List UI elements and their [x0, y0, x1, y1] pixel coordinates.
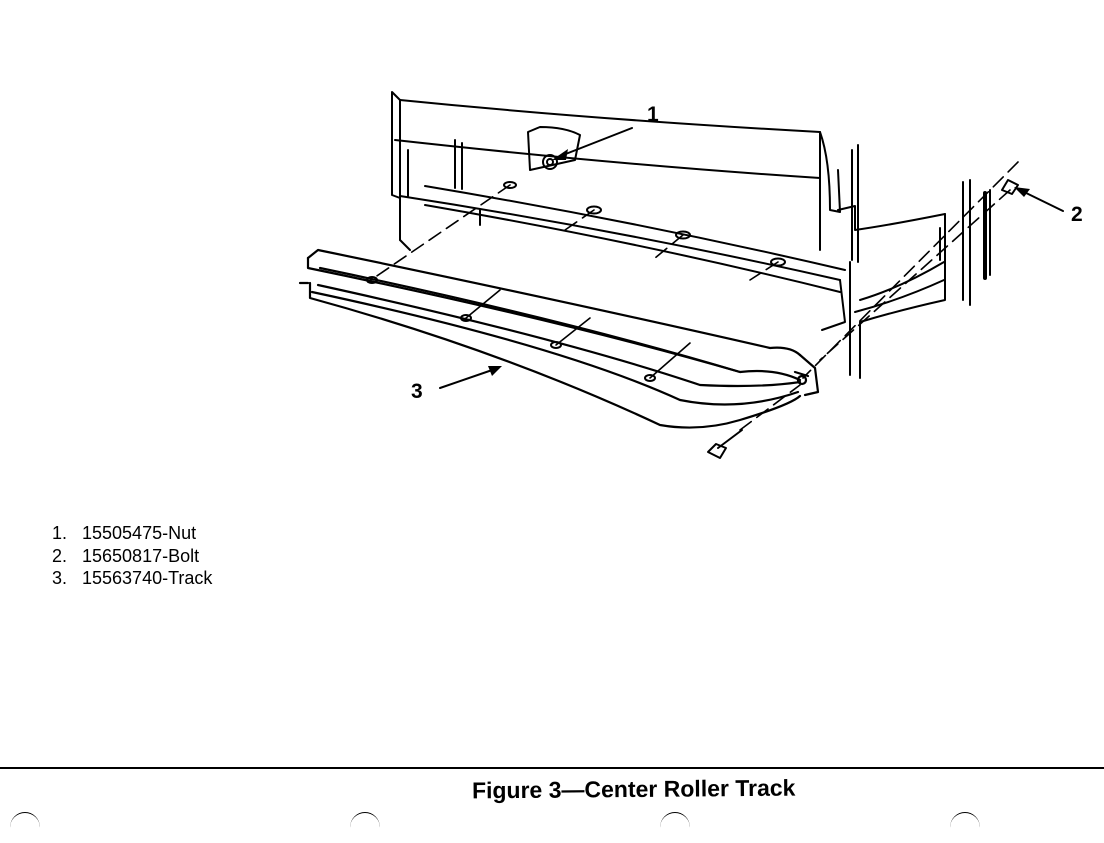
bolt-lower — [707, 429, 743, 459]
position-marks — [465, 289, 691, 379]
rail-slots — [503, 181, 786, 267]
nut-bracket — [527, 126, 581, 171]
leader-arrowheads — [488, 149, 1030, 376]
legend-number: 2. — [52, 545, 68, 566]
track-slots — [366, 276, 656, 382]
figure-caption: Figure 3—Center Roller Track — [471, 774, 796, 804]
legend-item: 1. 15505475-Nut — [52, 522, 212, 545]
center-roller-track — [298, 248, 820, 429]
bolt-upper — [1001, 179, 1019, 195]
callout-1: 1 — [647, 103, 659, 126]
vehicle-body-panel — [391, 91, 946, 379]
page-edge-mark — [10, 812, 40, 843]
caption-divider — [0, 767, 1104, 769]
mounting-rail — [399, 185, 846, 331]
callout-3: 3 — [411, 380, 423, 403]
parts-legend: 1. 15505475-Nut 2. 15650817-Bolt 3. 1556374… — [52, 522, 212, 590]
callout-2: 2 — [1071, 203, 1083, 226]
legend-item: 3. 15563740-Track — [52, 567, 212, 590]
page-edge-mark — [660, 812, 690, 843]
legend-item: 2. 15650817-Bolt — [52, 545, 212, 568]
leader-lines — [439, 127, 1064, 389]
right-frame — [854, 179, 991, 313]
legend-text: 15650817-Bolt — [82, 545, 200, 566]
legend-text: 15563740-Track — [82, 568, 213, 588]
page-edge-mark — [950, 812, 980, 843]
page-edge-mark — [350, 812, 380, 843]
legend-text: 15505475-Nut — [82, 523, 197, 543]
alignment-lines — [367, 161, 1019, 431]
legend-number: 1. — [52, 523, 68, 543]
legend-number: 3. — [52, 568, 68, 588]
